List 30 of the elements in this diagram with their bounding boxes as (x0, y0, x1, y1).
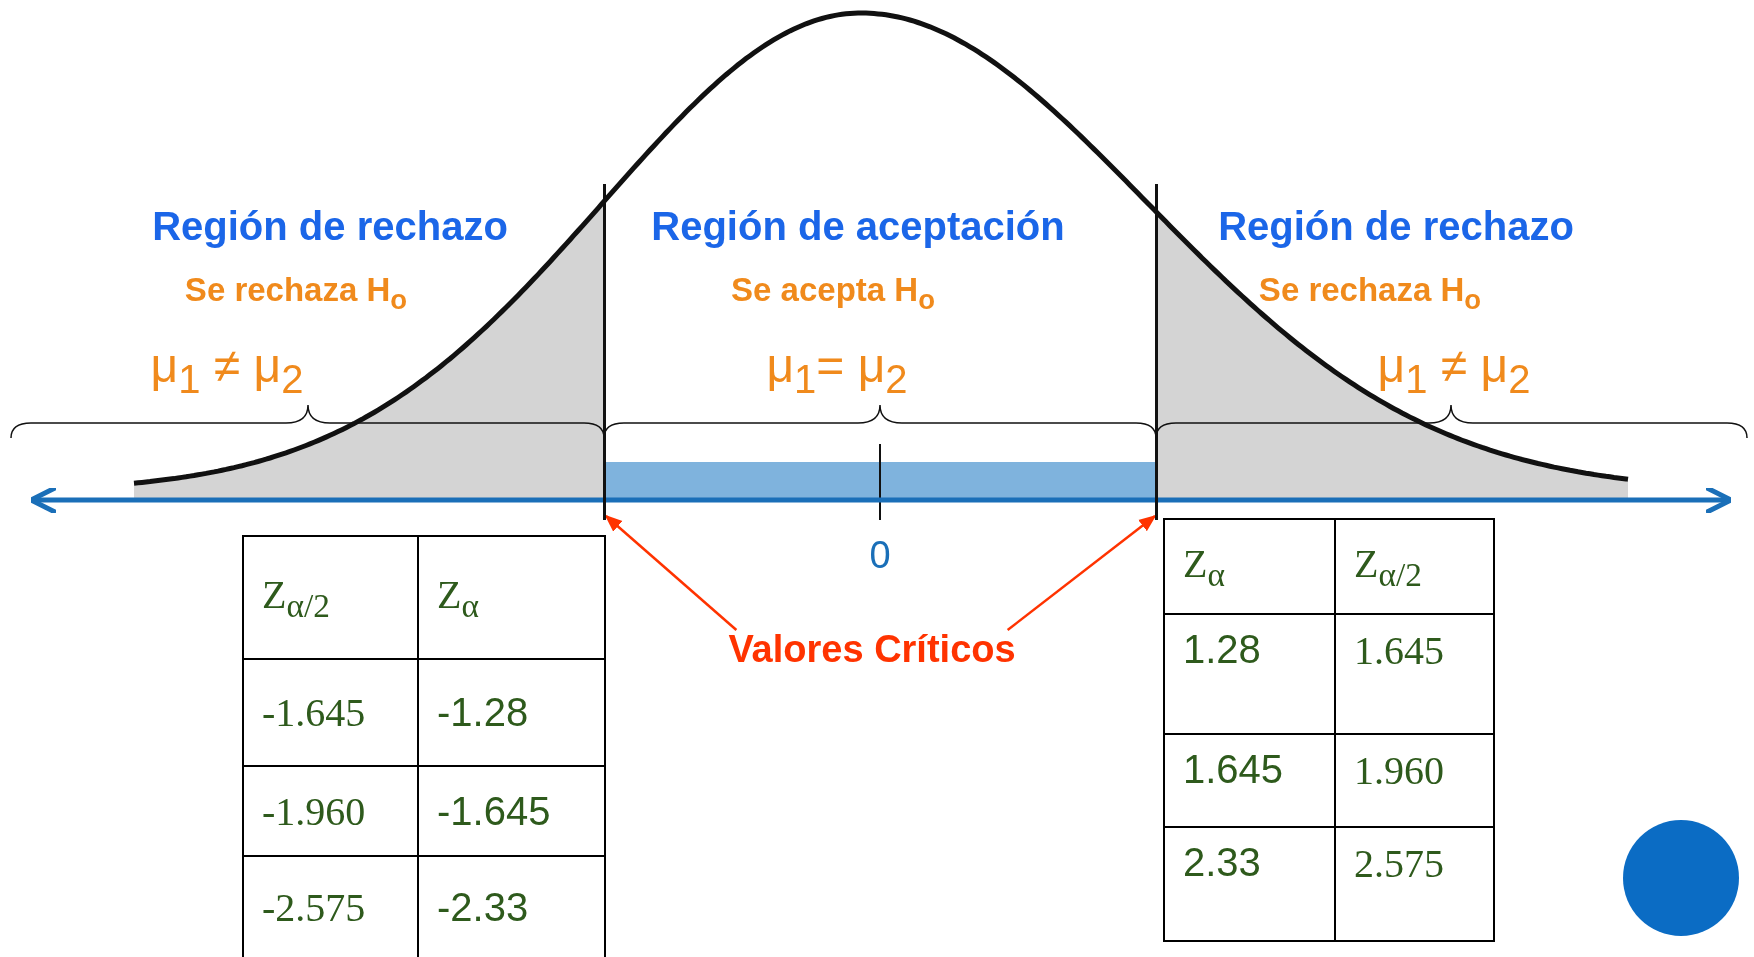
leader-arrow (1006, 514, 1157, 631)
critical-value: 1.28 (1164, 614, 1335, 734)
column-header: Z$_{α}$ (1164, 519, 1335, 614)
critical-value: -1.645 (243, 659, 418, 766)
hypothesis-decision: Se rechaza H$_{o}$ (184, 271, 408, 316)
column-header: Z$_{α/2}$ (243, 536, 418, 659)
hypothesis-decision: Se acepta H$_{o}$ (731, 271, 935, 316)
critical-value: 2.33 (1164, 827, 1335, 941)
hypothesis-decision: Se rechaza H$_{o}$ (1258, 271, 1482, 316)
hypothesis-condition: μ$_{1}$ ≠ μ$_{2}$ (1377, 338, 1531, 402)
critical-value: -1.960 (243, 766, 418, 856)
hypothesis-condition: μ$_{1}$= μ$_{2}$ (766, 338, 908, 402)
critical-value-line (603, 184, 606, 520)
column-header: Z$_{α}$ (418, 536, 605, 659)
critical-value: 2.575 (1335, 827, 1494, 941)
column-header: Z$_{α/2}$ (1335, 519, 1494, 614)
critical-value: 1.645 (1335, 614, 1494, 734)
callout-text: Valores Críticos (728, 628, 1016, 672)
leader-arrow (604, 514, 738, 631)
hypothesis-condition: μ$_{1}$ ≠ μ$_{2}$ (150, 338, 304, 402)
critical-value-line (1155, 184, 1158, 520)
critical-value: 1.645 (1164, 734, 1335, 827)
region-title: Región de aceptación (651, 203, 1065, 249)
critical-value: -2.575 (243, 856, 418, 957)
region-title: Región de rechazo (1218, 203, 1574, 249)
critical-value: -1.28 (418, 659, 605, 766)
axis-label: 0 (869, 534, 891, 578)
critical-value: -1.645 (418, 766, 605, 856)
critical-value: 1.960 (1335, 734, 1494, 827)
region-title: Región de rechazo (152, 203, 508, 249)
